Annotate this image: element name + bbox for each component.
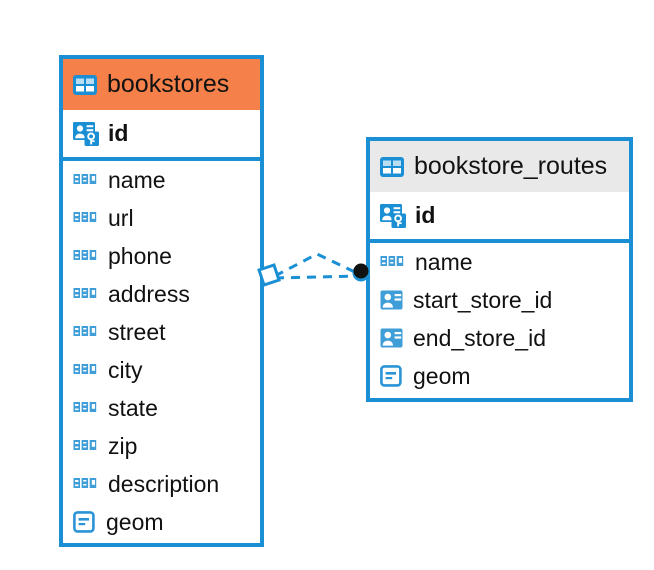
text-type-icon xyxy=(73,324,99,340)
foreign-key-icon xyxy=(380,289,404,311)
field-row-name[interactable]: name xyxy=(370,243,629,281)
entity-header-bookstore-routes[interactable]: bookstore_routes xyxy=(370,141,629,192)
field-label-street: street xyxy=(108,318,166,345)
text-type-icon xyxy=(73,286,99,302)
field-label-id: id xyxy=(108,120,129,146)
text-type-icon xyxy=(380,254,406,270)
field-row-street[interactable]: street xyxy=(63,313,260,351)
field-row-state[interactable]: state xyxy=(63,389,260,427)
field-label-phone: phone xyxy=(108,242,172,269)
field-row-address[interactable]: address xyxy=(63,275,260,313)
table-icon xyxy=(72,74,98,96)
field-row-end-store-id[interactable]: end_store_id xyxy=(370,319,629,357)
field-label-name: name xyxy=(415,248,473,275)
foreign-key-icon xyxy=(380,327,404,349)
field-row-zip[interactable]: zip xyxy=(63,427,260,465)
primary-key-divider xyxy=(370,239,629,243)
field-list-bookstore-routes: name start_store_id xyxy=(370,243,629,395)
table-icon xyxy=(379,156,405,178)
field-row-primary-key[interactable]: id xyxy=(370,192,629,239)
field-label-zip: zip xyxy=(108,432,138,459)
field-row-primary-key[interactable]: id xyxy=(63,110,260,157)
relationship-line-upper xyxy=(274,252,360,278)
primary-key-icon xyxy=(73,121,99,146)
field-label-start-store-id: start_store_id xyxy=(413,286,553,313)
relationship-connector[interactable] xyxy=(255,240,380,320)
text-type-icon xyxy=(73,362,99,378)
field-label-description: description xyxy=(108,470,220,497)
field-label-name: name xyxy=(108,166,166,193)
text-type-icon xyxy=(73,476,99,492)
text-type-icon xyxy=(73,172,99,188)
entity-title-bookstores: bookstores xyxy=(107,70,230,98)
entity-title-bookstore-routes: bookstore_routes xyxy=(414,152,608,180)
text-type-icon xyxy=(73,400,99,416)
geometry-type-icon xyxy=(73,511,97,533)
relationship-line-lower xyxy=(274,274,360,280)
text-type-icon xyxy=(73,248,99,264)
field-label-geom: geom xyxy=(413,362,471,389)
field-row-phone[interactable]: phone xyxy=(63,237,260,275)
field-label-end-store-id: end_store_id xyxy=(413,324,546,351)
field-label-address: address xyxy=(108,280,190,307)
field-list-bookstores: name url xyxy=(63,161,260,541)
entity-table-bookstores[interactable]: bookstores id xyxy=(59,55,264,547)
field-label-id: id xyxy=(415,202,436,228)
field-row-geom[interactable]: geom xyxy=(63,503,260,541)
primary-key-divider xyxy=(63,157,260,161)
field-row-url[interactable]: url xyxy=(63,199,260,237)
geometry-type-icon xyxy=(380,365,404,387)
entity-header-bookstores[interactable]: bookstores xyxy=(63,59,260,110)
text-type-icon xyxy=(73,438,99,454)
field-label-geom: geom xyxy=(106,508,164,535)
entity-table-bookstore-routes[interactable]: bookstore_routes id xyxy=(366,137,633,402)
field-row-city[interactable]: city xyxy=(63,351,260,389)
field-row-geom[interactable]: geom xyxy=(370,357,629,395)
field-row-description[interactable]: description xyxy=(63,465,260,503)
primary-key-icon xyxy=(380,203,406,228)
field-label-city: city xyxy=(108,356,143,383)
field-row-name[interactable]: name xyxy=(63,161,260,199)
field-label-url: url xyxy=(108,204,134,231)
field-label-state: state xyxy=(108,394,158,421)
field-row-start-store-id[interactable]: start_store_id xyxy=(370,281,629,319)
text-type-icon xyxy=(73,210,99,226)
